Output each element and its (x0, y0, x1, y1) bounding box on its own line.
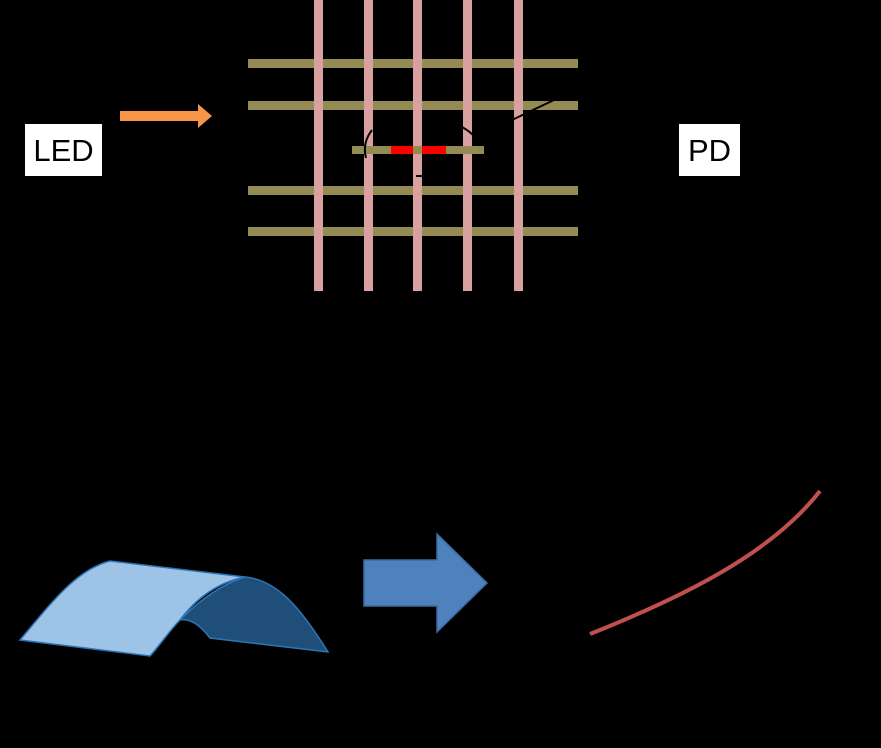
arrow-shaft (120, 111, 200, 121)
response-curve (589, 489, 822, 636)
vertical-fiber (463, 0, 472, 291)
bent-sheet (18, 560, 330, 657)
led-label: LED (25, 124, 102, 176)
arrow-right-icon (198, 104, 212, 128)
vertical-fiber (514, 0, 523, 291)
sensing-segment (422, 146, 446, 154)
pointer-line (511, 99, 555, 121)
sensing-segment (391, 146, 413, 154)
light-direction-arrow (120, 104, 212, 128)
highlight-mark (363, 129, 373, 159)
woven-fabric-grid (248, 0, 578, 291)
vertical-fiber (413, 0, 422, 291)
sensing-thread (352, 146, 484, 154)
sheet-front-face (18, 560, 246, 657)
sheet-back-face (177, 576, 330, 653)
highlight-mark (459, 125, 481, 147)
pd-label: PD (679, 124, 740, 176)
block-arrow-right-icon (363, 532, 489, 634)
vertical-fiber (314, 0, 323, 291)
vertical-fiber (364, 0, 373, 291)
